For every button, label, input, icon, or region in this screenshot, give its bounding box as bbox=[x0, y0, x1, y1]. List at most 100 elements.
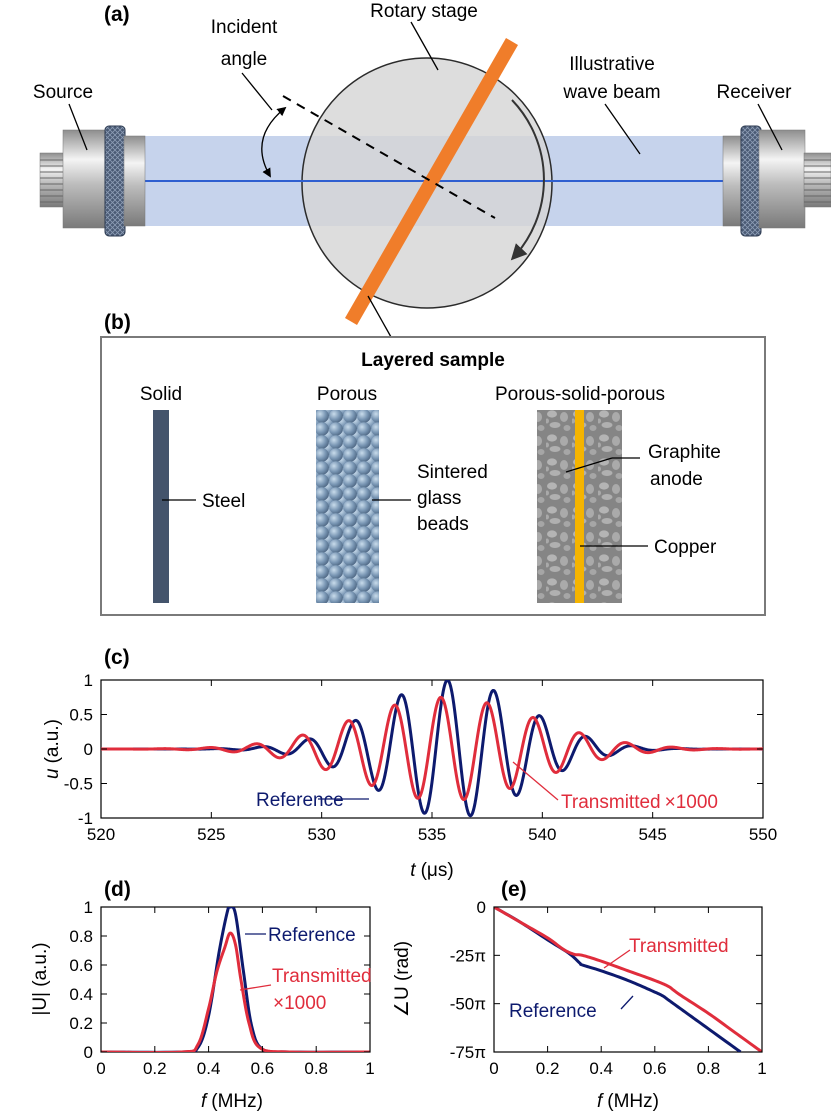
panel-b: (b) Layered sample Solid Porous Porous-s… bbox=[100, 311, 766, 616]
chart-d-transmitted-annotation: Transmitted bbox=[272, 966, 372, 987]
chart-d-ytick-label: 0 bbox=[84, 1043, 93, 1062]
steel-label: Steel bbox=[202, 491, 245, 512]
chart-c-series-group bbox=[101, 680, 763, 818]
graphite-label-line1: Graphite bbox=[648, 442, 721, 463]
porous-label: Porous bbox=[317, 384, 377, 405]
beads-label-line1: Sintered bbox=[417, 462, 488, 483]
rotary-stage-leader-line bbox=[410, 21, 439, 71]
panel-b-frame bbox=[100, 336, 766, 616]
chart-d-ytick-label: 0.4 bbox=[69, 985, 93, 1004]
chart-d-ytick-label: 0.2 bbox=[69, 1014, 93, 1033]
panel-e-label: (e) bbox=[501, 878, 527, 901]
panel-a: (a) bbox=[33, 1, 831, 338]
rotary-stage-label: Rotary stage bbox=[370, 1, 478, 22]
chart-c-xtick-label: 550 bbox=[749, 825, 777, 844]
graphite-leader-line-2 bbox=[565, 457, 613, 473]
chart-e-series-group bbox=[494, 907, 762, 1052]
chart-c-series-transmitted bbox=[101, 695, 763, 802]
incident-angle-arc bbox=[261, 106, 287, 178]
chart-e-xlabel-var: f bbox=[597, 1091, 604, 1112]
wave-beam-leader-line bbox=[604, 103, 641, 155]
chart-d-series-transmitted bbox=[101, 931, 370, 1052]
steel-sample bbox=[153, 410, 169, 603]
chart-e-xtick-label: 0.4 bbox=[589, 1059, 613, 1078]
incident-angle-leader-line bbox=[241, 72, 273, 111]
sample-to-panel-b-leader-line bbox=[367, 295, 392, 338]
solid-label: Solid bbox=[140, 384, 182, 405]
chart-e-xlabel: f(MHz) bbox=[597, 1091, 659, 1112]
copper-layer bbox=[575, 410, 584, 603]
chart-d-xtick-label: 0.2 bbox=[143, 1059, 167, 1078]
chart-e-ylabel: ∠U (rad) bbox=[392, 941, 413, 1017]
chart-d-xtick-label: 0 bbox=[96, 1059, 105, 1078]
chart-e-plot-area bbox=[493, 906, 763, 1053]
incident-angle-label-line1: Incident bbox=[211, 17, 278, 38]
receiver-label: Receiver bbox=[717, 82, 793, 103]
chart-d-xtick-label: 0.4 bbox=[197, 1059, 221, 1078]
source-transducer bbox=[39, 125, 146, 237]
copper-label: Copper bbox=[654, 537, 717, 558]
porous-solid-porous-label: Porous-solid-porous bbox=[495, 384, 665, 405]
panel-c-label: (c) bbox=[104, 646, 130, 669]
chart-d-transmitted-leader bbox=[239, 984, 272, 991]
chart-e-reference-annotation: Reference bbox=[509, 1001, 597, 1022]
chart-c-xlabel-unit: (μs) bbox=[421, 860, 454, 881]
chart-c-xlabel-var: t bbox=[410, 860, 416, 881]
chart-d-ylabel: |U| (a.u.) bbox=[30, 942, 51, 1015]
panel-b-label: (b) bbox=[104, 311, 131, 334]
chart-c-transmitted-annotation: Transmitted×1000 bbox=[561, 792, 718, 813]
chart-e-xlabel-unit: (MHz) bbox=[607, 1091, 659, 1112]
chart-e-xtick-label: 0.8 bbox=[697, 1059, 721, 1078]
chart-e-xtick-label: 0.6 bbox=[643, 1059, 667, 1078]
chart-e-ytick-label: 0 bbox=[477, 898, 486, 917]
receiver-leader-line bbox=[757, 103, 783, 151]
chart-d-ytick-label: 1 bbox=[84, 898, 93, 917]
chart-e-xtick-label: 0 bbox=[489, 1059, 498, 1078]
chart-e-ytick-label: -50π bbox=[450, 995, 486, 1014]
chart-c-reference-annotation: Reference bbox=[256, 790, 344, 811]
panel-a-label: (a) bbox=[104, 3, 130, 26]
chart-e-series-transmitted bbox=[494, 907, 762, 1052]
chart-d-ytick-label: 0.8 bbox=[69, 927, 93, 946]
chart-e-transmitted-leader bbox=[603, 949, 631, 969]
wave-beam-label-line1: Illustrative bbox=[569, 54, 655, 75]
incident-angle-label-line2: angle bbox=[221, 49, 268, 70]
chart-e-ytick-label: -75π bbox=[450, 1043, 486, 1062]
rotation-arrow bbox=[510, 99, 545, 261]
chart-c-transmitted-word: Transmitted bbox=[561, 792, 661, 813]
layered-sample-title: Layered sample bbox=[361, 350, 505, 371]
plate-normal-line bbox=[282, 95, 496, 219]
chart-d-reference-annotation: Reference bbox=[268, 925, 356, 946]
chart-c-ylabel-var: u bbox=[42, 768, 63, 779]
chart-c-xtick-label: 530 bbox=[307, 825, 335, 844]
chart-d-frame bbox=[100, 906, 371, 1053]
chart-d-ytick-label: 0.6 bbox=[69, 956, 93, 975]
chart-c-xtick-label: 545 bbox=[638, 825, 666, 844]
chart-d-xtick-label: 0.8 bbox=[304, 1059, 328, 1078]
chart-e-frame bbox=[493, 906, 763, 1053]
graphite-label-line2: anode bbox=[650, 469, 703, 490]
chart-d-xtick-label: 0.6 bbox=[251, 1059, 275, 1078]
chart-d-xlabel-unit: (MHz) bbox=[211, 1091, 263, 1112]
chart-c-ytick-label: 0.5 bbox=[69, 706, 93, 725]
chart-c-xtick-label: 535 bbox=[418, 825, 446, 844]
sample-plate bbox=[345, 38, 518, 325]
chart-e-ytick-label: -25π bbox=[450, 946, 486, 965]
chart-c-xtick-label: 525 bbox=[197, 825, 225, 844]
chart-c-transmitted-leader bbox=[512, 761, 559, 801]
panel-d-label: (d) bbox=[104, 878, 131, 901]
chart-d-xlabel: f(MHz) bbox=[201, 1091, 263, 1112]
source-leader-line bbox=[68, 103, 88, 151]
chart-c-xtick-label: 520 bbox=[87, 825, 115, 844]
beads-label-line3: beads bbox=[417, 514, 469, 535]
chart-c-ylabel: u (a.u.) bbox=[42, 719, 63, 779]
source-label: Source bbox=[33, 82, 93, 103]
chart-e-transmitted-annotation: Transmitted bbox=[629, 936, 729, 957]
chart-c-ylabel-unit: (a.u.) bbox=[42, 719, 63, 763]
chart-d-xlabel-var: f bbox=[201, 1091, 208, 1112]
